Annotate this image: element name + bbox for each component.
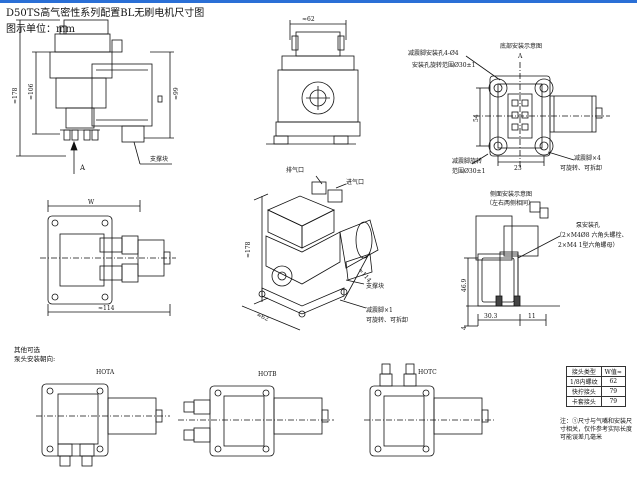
front-bracket-label: 支撑块	[150, 155, 168, 163]
isometric-view	[241, 175, 379, 331]
bottom-rotate-label: 减震脚旋转	[452, 157, 482, 165]
side-mount-hole-line1: （2×M4Ø8 六角头螺栓、	[556, 231, 627, 239]
variant-hotc	[364, 363, 494, 457]
page-title: D50TS高气密性系列配置BL无刷电机尺寸图	[6, 8, 205, 19]
iso-bracket-label: 支撑块	[366, 282, 384, 290]
bottom-dim-54: 54	[473, 114, 480, 122]
iso-dim-178: ≈178	[245, 241, 252, 258]
top-accent-bar	[0, 0, 637, 3]
table-row: 卡套接头 79	[566, 396, 626, 407]
table-row: 快拧接头 79	[566, 386, 626, 397]
iso-pad-label: 减震脚×1	[366, 306, 393, 314]
table-cell-type: 快拧接头	[566, 386, 602, 397]
side-mount-subtitle: （左右两侧相同）	[486, 199, 534, 207]
bottom-view-title: 底部安装示意图	[500, 42, 542, 50]
table-header-w: W值≈	[600, 366, 626, 377]
options-line-1: 其他可选	[14, 346, 40, 354]
bottom-rotate-range: 范围Ø30±1	[452, 167, 485, 175]
side-mount-hole-line2: 2×M4 1型六角螺母）	[558, 241, 619, 249]
table-cell-type: 1/8内螺纹	[566, 376, 602, 387]
table-header-row: 接头类型 W值≈	[566, 366, 626, 377]
side-mount-dim-4: 4	[461, 326, 468, 330]
iso-pad-note: 可旋转、可拆卸	[366, 316, 408, 324]
table-header-type: 接头类型	[566, 366, 602, 377]
side-mount-hole-title: 泵安装孔	[576, 221, 600, 229]
variant-hota	[36, 383, 170, 467]
bottom-hole-range: 安装孔旋转范围Ø30±1	[412, 61, 475, 69]
front-dim-106: ≈106	[28, 83, 35, 100]
bottom-pad-note: 可旋转、可拆卸	[560, 164, 602, 172]
dimension-note: 注：①尺寸与气嘴和安装尺寸相关，仅作参考实际长度可能误差几毫米	[560, 418, 633, 441]
table-cell-w: 79	[600, 386, 626, 397]
front-dim-99: ≈99	[173, 87, 180, 100]
variant-label-hotc: HOTC	[418, 369, 437, 376]
front-dim-178: ≈178	[12, 87, 19, 104]
front-view	[16, 19, 174, 174]
side-mount-dim-11: 11	[528, 313, 536, 320]
iso-exhaust-label: 排气口	[286, 166, 304, 174]
top-dim-114: ≈114	[98, 305, 115, 312]
top-view	[40, 200, 176, 316]
variant-hotb	[178, 385, 334, 457]
options-line-2: 泵头安装朝向:	[14, 355, 56, 363]
top-dim-w: W	[88, 199, 95, 206]
bottom-pad-label: 减震脚×4	[574, 154, 601, 162]
connector-table: 接头类型 W值≈ 1/8内螺纹 62 快拧接头 79 卡套接头 79	[566, 366, 626, 407]
table-cell-w: 79	[600, 396, 626, 407]
table-cell-type: 卡套接头	[566, 396, 602, 407]
side-mount-view	[464, 201, 561, 327]
variant-label-hotb: HOTB	[258, 371, 277, 378]
bottom-dim-23: 23	[514, 165, 522, 172]
variant-label-hota: HOTA	[96, 369, 115, 376]
orientation-options: 其他可选 泵头安装朝向:	[14, 346, 55, 364]
side-dim-62: ≈62	[302, 16, 315, 23]
front-arrow-label: A	[79, 164, 86, 172]
unit-label: 图示单位：mm	[6, 24, 75, 35]
side-view	[266, 20, 361, 145]
iso-dim-114: ≈114	[356, 267, 372, 284]
side-mount-dim-469: 46.9	[461, 278, 468, 292]
table-cell-w: 62	[600, 376, 626, 387]
iso-intake-label: 进气口	[346, 178, 364, 186]
side-mount-title: 侧面安装示意图	[490, 190, 532, 198]
bottom-view-letter: A	[517, 53, 523, 60]
iso-dim-62: ≈62	[255, 311, 270, 323]
bottom-view	[465, 55, 610, 168]
bottom-hole-label: 减震脚安装孔4-Ø4	[408, 49, 459, 57]
side-mount-dim-303: 30.3	[484, 313, 498, 320]
table-row: 1/8内螺纹 62	[566, 376, 626, 387]
